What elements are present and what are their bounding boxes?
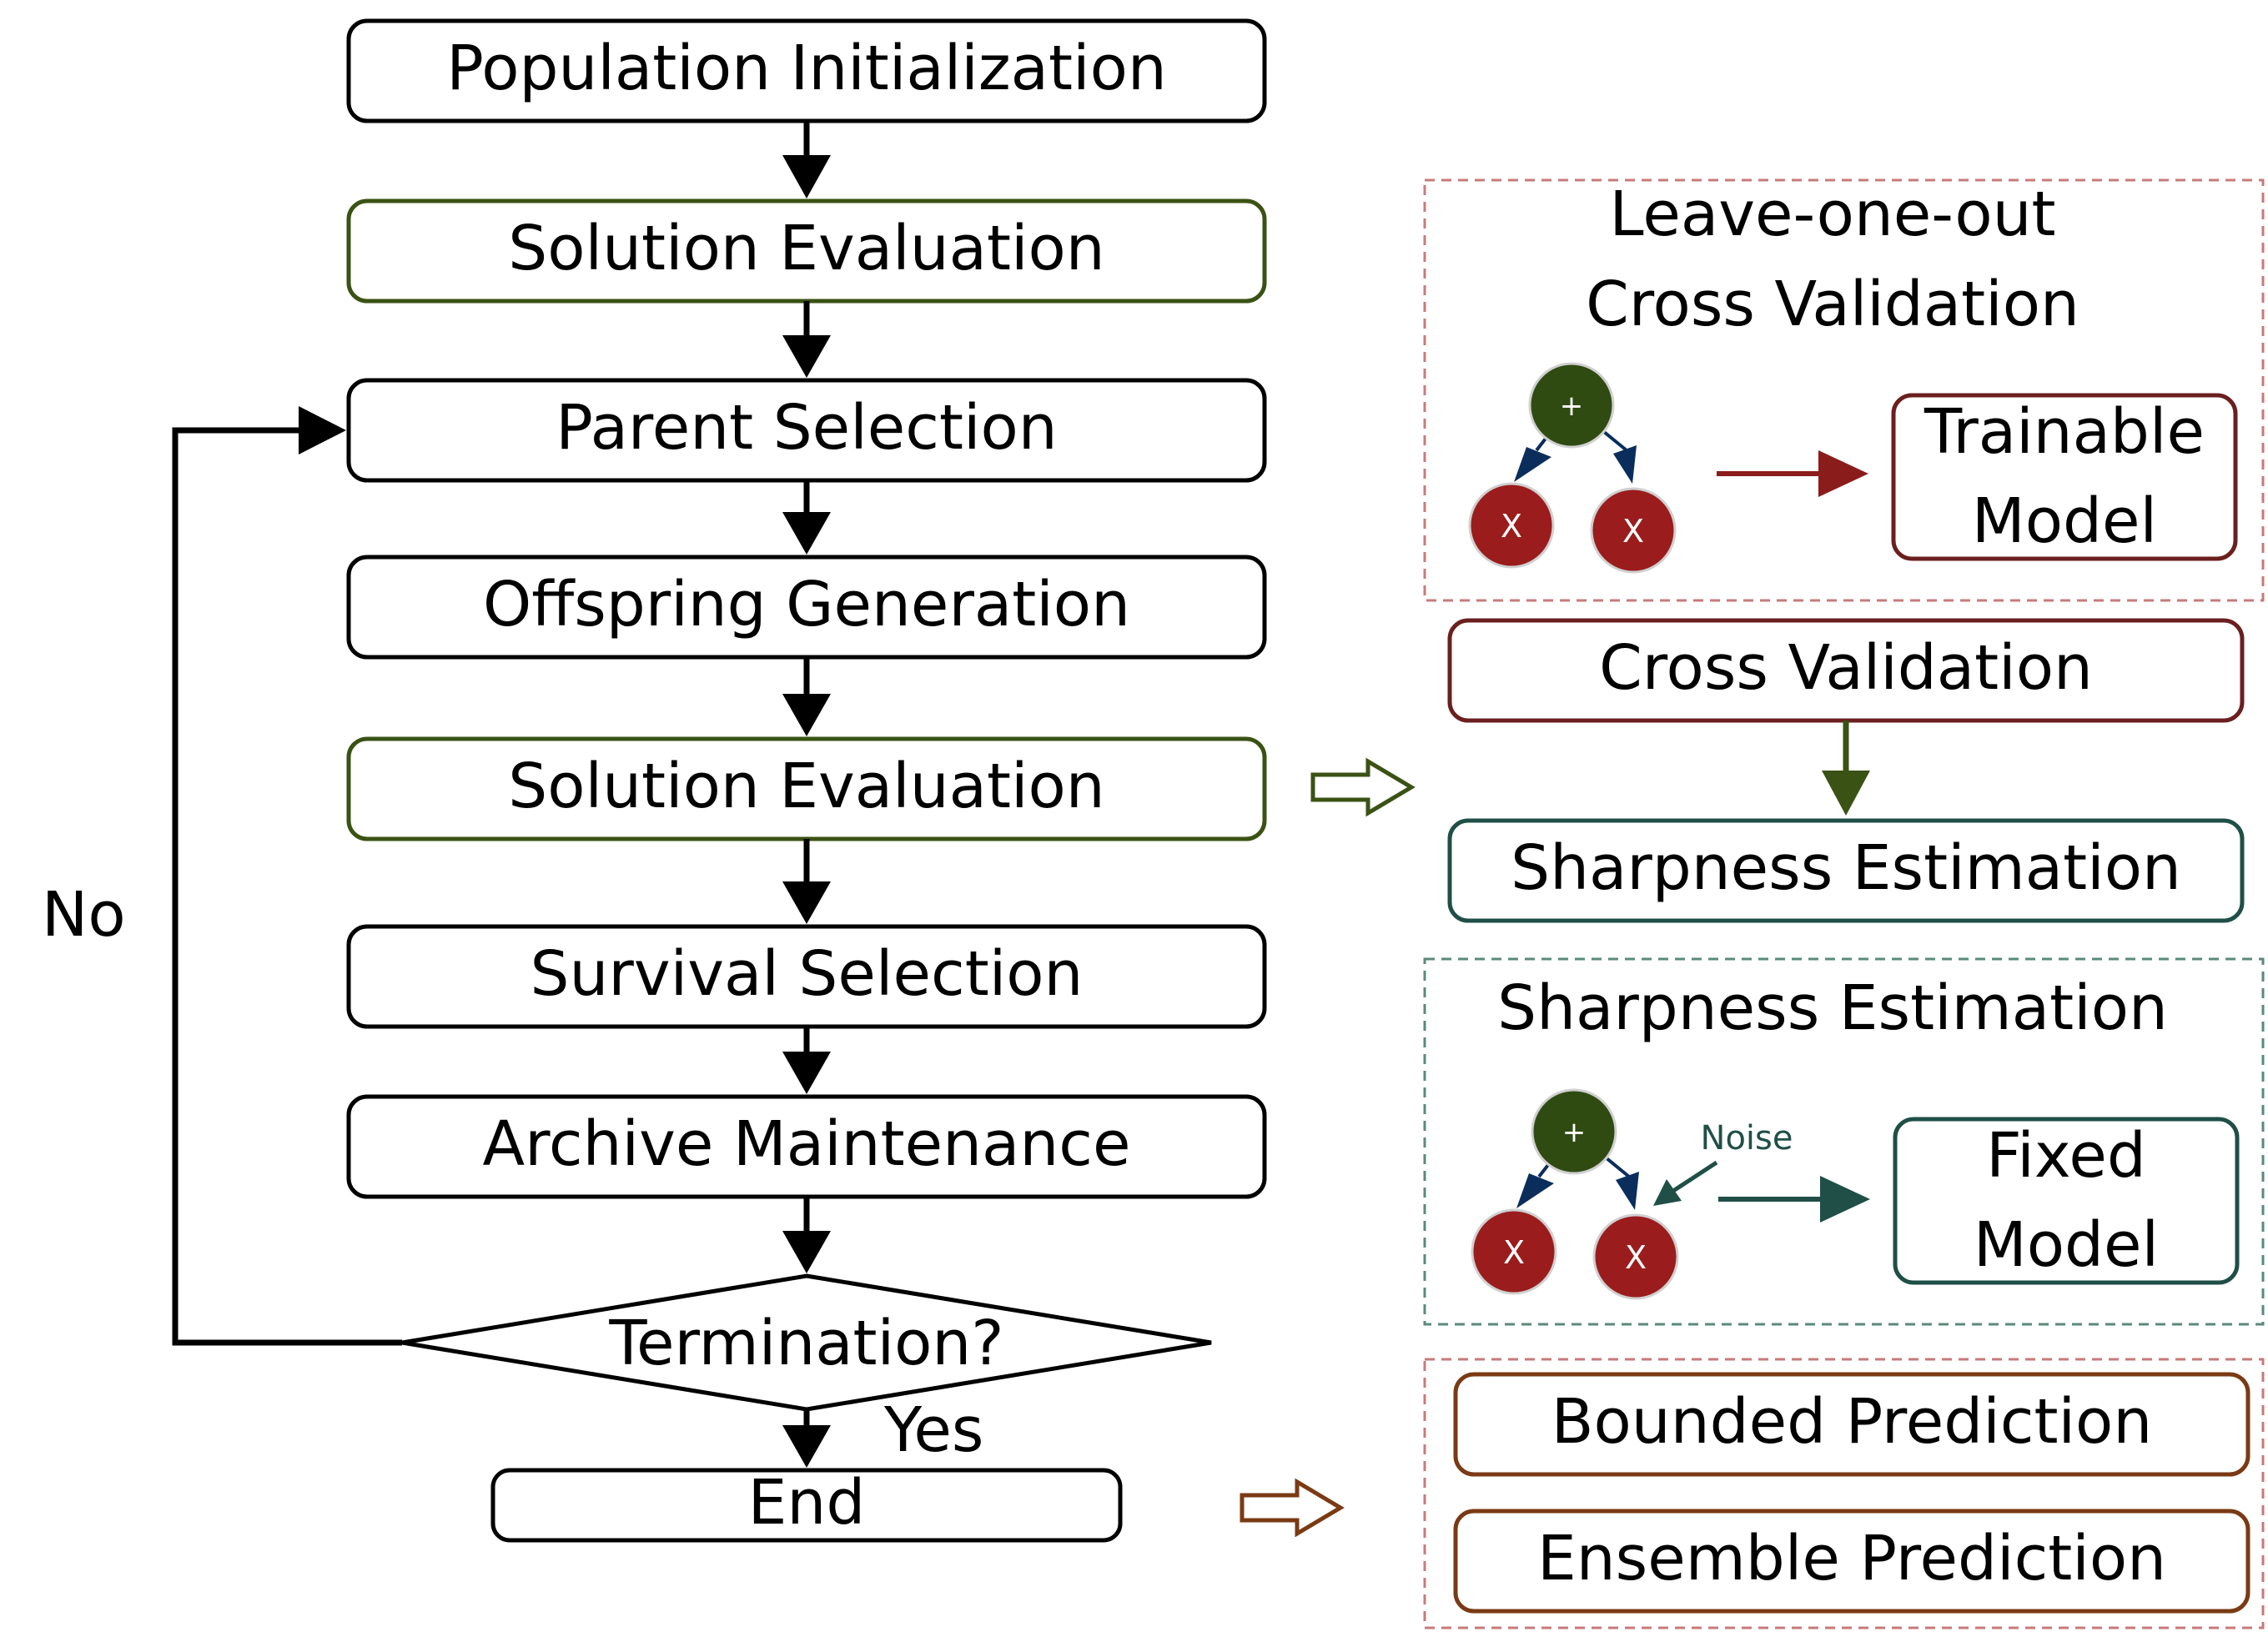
box-sharpness-estimation: Sharpness Estimation [1447,818,2245,923]
panel-end-detail: Bounded Prediction Ensemble Prediction [1423,1358,2265,1629]
panel-sharpness-estimation: Sharpness Estimation + X X Noise Fixed M… [1423,957,2265,1326]
arrow-loop-no [172,406,402,1346]
sharpness-title: Sharpness Estimation [1497,972,2168,1044]
fixed-model-line2: Model [1974,1209,2159,1281]
loo-title-line1: Leave-one-out [1609,178,2055,250]
svg-text:+: + [1560,389,1584,423]
bounded-prediction-label: Bounded Prediction [1551,1386,2152,1458]
arrow-eval-to-parent [782,301,831,378]
box-ensemble-prediction: Ensemble Prediction [1453,1509,2250,1614]
box-end: End [490,1467,1123,1543]
population-initialization-label: Population Initialization [446,33,1167,104]
yes-label: Yes [883,1394,983,1466]
box-solution-evaluation-1: Solution Evaluation [346,198,1267,304]
parent-selection-label: Parent Selection [556,392,1057,464]
arrow-to-trainable-model [1717,450,1868,497]
box-parent-selection: Parent Selection [346,378,1267,483]
hollow-arrow-to-evaluation-detail [1310,757,1416,817]
flow-arrows [172,121,831,1468]
box-bounded-prediction: Bounded Prediction [1453,1372,2250,1477]
fixed-model-line1: Fixed [1986,1120,2146,1192]
svg-text:X: X [1501,508,1522,545]
tree-leaf-node [1592,1213,1679,1300]
sharpness-estimation-label: Sharpness Estimation [1511,832,2181,904]
offspring-generation-label: Offspring Generation [483,569,1130,640]
arrow-termination-to-end [782,1409,831,1468]
end-label: End [748,1467,866,1539]
termination-label: Termination? [608,1308,1003,1379]
loo-title-line2: Cross Validation [1586,269,2079,340]
panel-leave-one-out: Leave-one-out Cross Validation + X X Tra… [1423,178,2265,602]
box-cross-validation: Cross Validation [1447,618,2245,723]
tree-leaf-node [1468,482,1555,569]
svg-text:X: X [1503,1234,1525,1271]
svg-text:X: X [1622,513,1644,550]
arrow-parent-to-offspring [782,480,831,555]
ensemble-prediction-label: Ensemble Prediction [1537,1523,2166,1594]
box-population-initialization: Population Initialization [346,18,1267,123]
tree-root-node [1528,362,1615,449]
box-trainable-model: Trainable Model [1891,393,2238,561]
archive-maintenance-label: Archive Maintenance [483,1108,1131,1180]
arrow-init-to-eval [782,121,831,198]
tree-root-node [1531,1088,1617,1175]
arrow-archive-to-termination [782,1197,831,1273]
trainable-model-line2: Model [1972,485,2157,557]
cross-validation-label: Cross Validation [1599,632,2093,704]
box-archive-maintenance: Archive Maintenance [346,1094,1267,1199]
no-label: No [42,879,126,951]
tree-icon-trainable: + X X [1468,362,1677,574]
tree-icon-fixed: + X X [1471,1088,1679,1300]
noise-arrow [1653,1160,1718,1206]
diamond-termination: Termination? [401,1273,1212,1412]
arrow-cv-to-sharpness [1822,721,1870,816]
arrow-to-fixed-model [1718,1176,1870,1223]
arrow-survival-to-archive [782,1027,831,1094]
solution-evaluation-1-label: Solution Evaluation [508,213,1104,284]
box-offspring-generation: Offspring Generation [346,555,1267,660]
trainable-model-line1: Trainable [1924,396,2205,468]
arrow-offspring-to-eval [782,657,831,736]
solution-evaluation-2-label: Solution Evaluation [508,751,1104,822]
svg-text:X: X [1625,1239,1647,1276]
box-solution-evaluation-2: Solution Evaluation [346,736,1267,841]
box-fixed-model: Fixed Model [1893,1117,2240,1285]
survival-selection-label: Survival Selection [531,938,1084,1010]
noise-label: Noise [1701,1119,1793,1157]
tree-leaf-node [1590,487,1677,574]
box-survival-selection: Survival Selection [346,924,1267,1029]
arrow-eval-to-survival [782,839,831,924]
svg-text:+: + [1562,1116,1587,1149]
hollow-arrow-to-end-detail [1240,1478,1345,1538]
tree-leaf-node [1471,1208,1557,1295]
